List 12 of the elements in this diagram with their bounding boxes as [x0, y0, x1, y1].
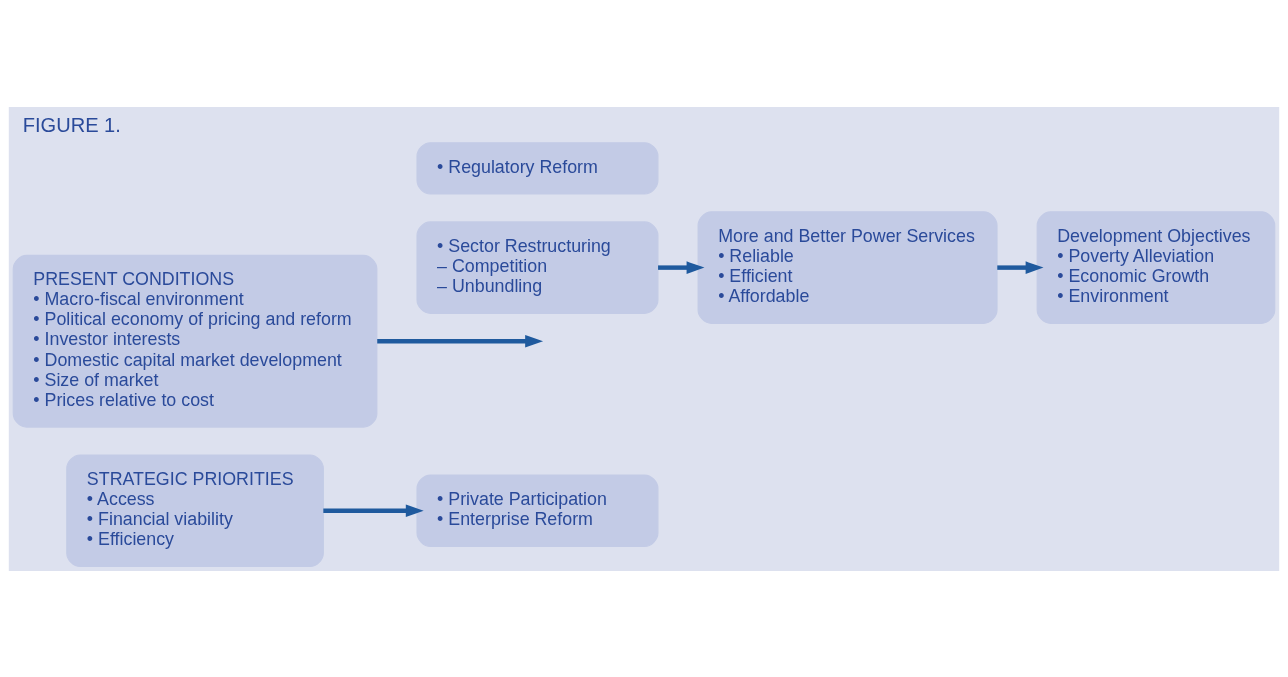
node-box: • Sector Restructuring – Competition – Unbundling	[416, 220, 659, 314]
node-box: • Private Participation • Enterprise Reform	[416, 474, 659, 547]
arrow	[377, 334, 544, 347]
node-box: More and Better Power Services • Reliable • Efficient • Affordable	[697, 210, 998, 324]
node-box: STRATEGIC PRIORITIES • Access • Financial viability • Efficiency	[66, 453, 324, 567]
diagram-title: FIGURE 1.	[22, 113, 121, 136]
arrow	[323, 504, 424, 517]
arrow	[997, 260, 1044, 274]
node-box: Development Objectives • Poverty Alleviation • Economic Growth • Environment	[1036, 210, 1276, 324]
node-box: PRESENT CONDITIONS • Macro-fiscal environment • Political economy of pricing and reform • Investor interests • Domestic capital market development • Size of market • Prices relative to cost	[12, 254, 378, 428]
arrow	[658, 260, 705, 274]
node-box: • Regulatory Reform	[416, 141, 659, 195]
